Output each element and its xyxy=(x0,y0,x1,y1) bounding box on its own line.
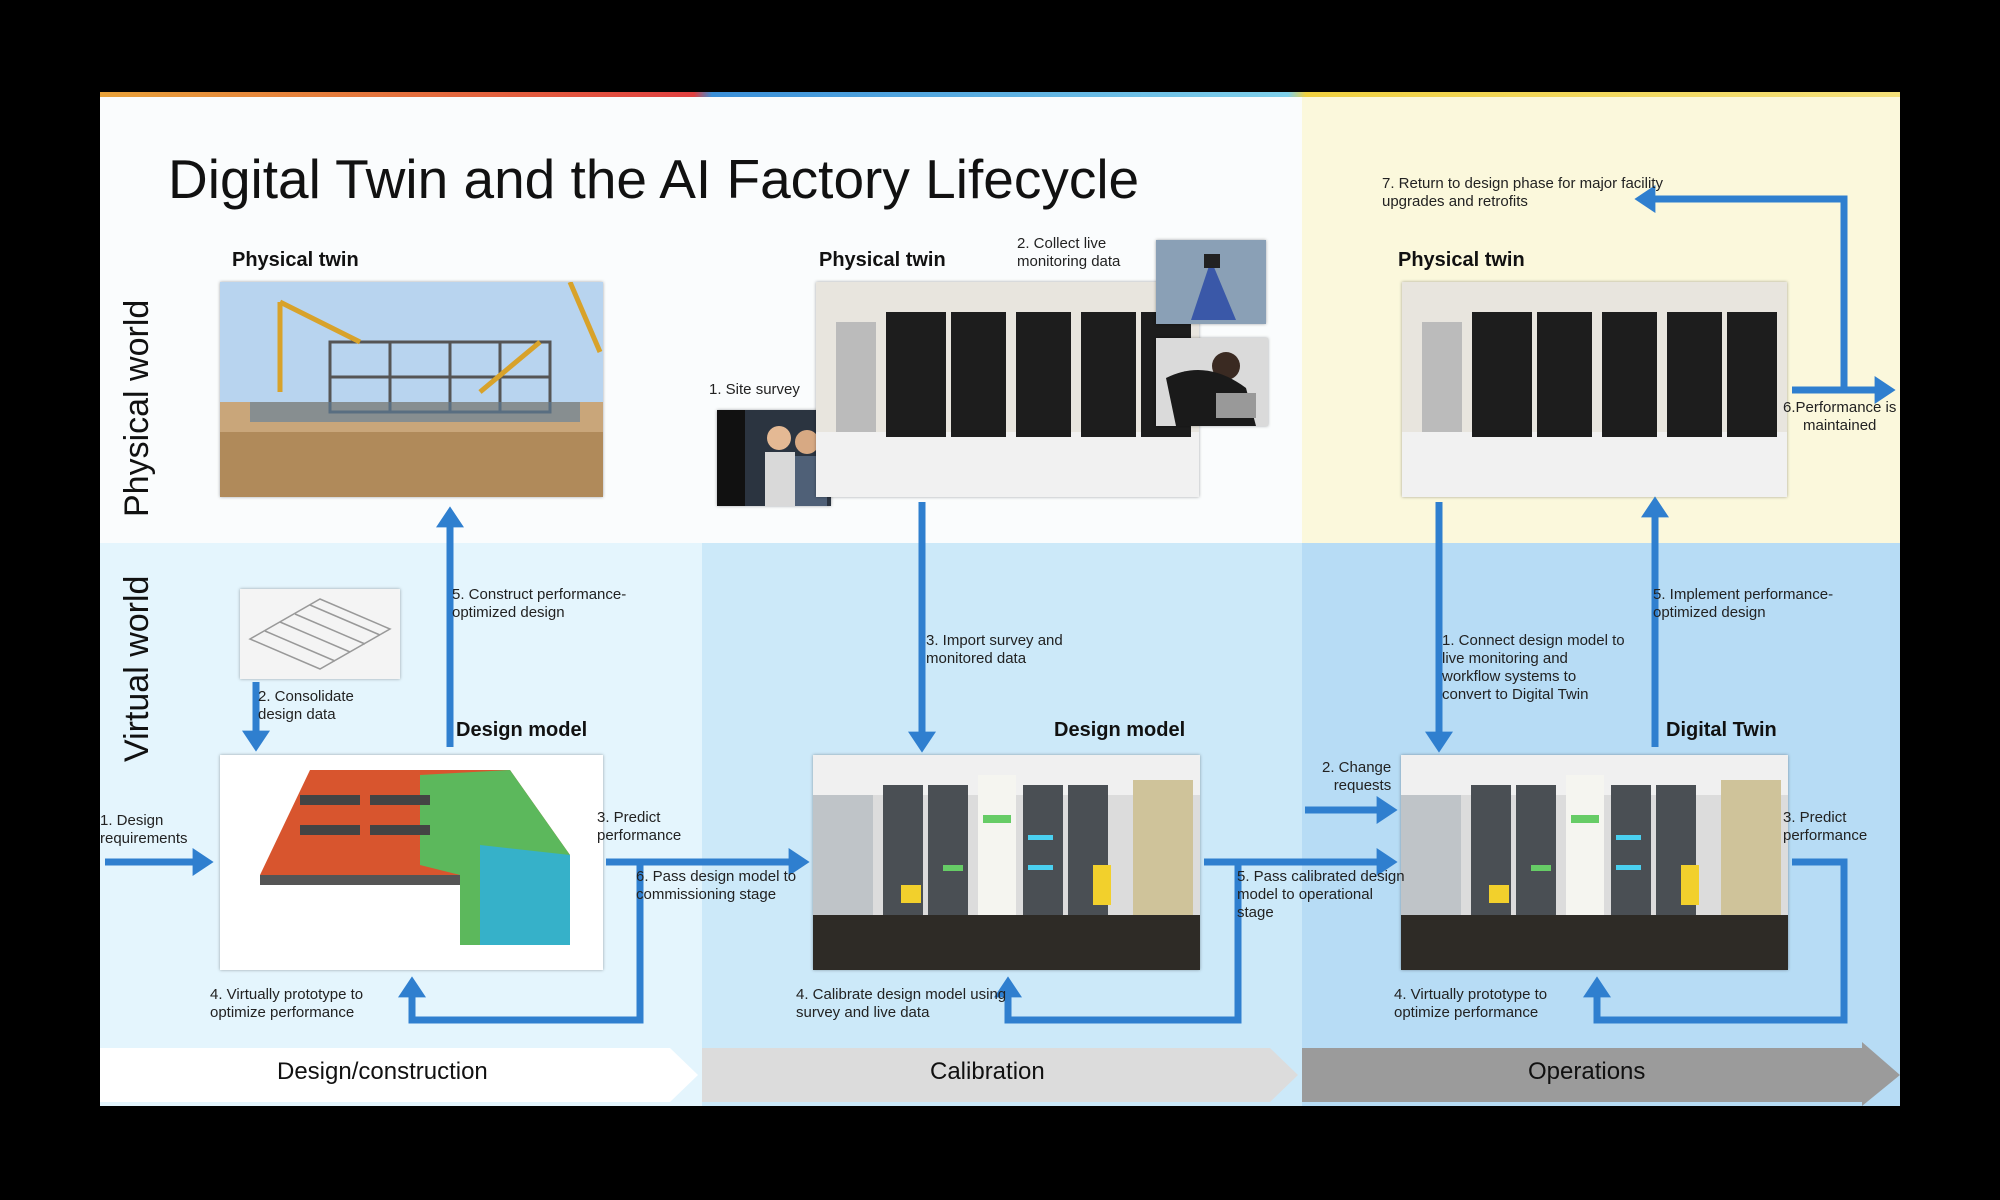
step-consolidate-design-data: 2. Consolidate design data xyxy=(258,688,354,723)
rack-design-model-calibration xyxy=(813,755,1200,970)
thermal-design-model xyxy=(220,755,603,970)
data-center-photo-operations xyxy=(1402,282,1787,497)
step-collect-monitoring: 2. Collect live monitoring data xyxy=(1017,235,1121,270)
step-change-requests: 2. Change requests xyxy=(1322,759,1392,794)
phase-label-calibration: Calibration xyxy=(930,1058,1045,1085)
step-pass-design-model: 6. Pass design model to commissioning st… xyxy=(636,868,797,903)
data-center-photo-calibration xyxy=(816,282,1199,497)
flow-arrows xyxy=(105,185,1896,1024)
step-implement-design: 5. Implement performance- optimized desi… xyxy=(1653,586,1834,621)
step-connect-design-model: 1. Connect design model to live monitori… xyxy=(1442,632,1625,703)
design-data-drawing xyxy=(240,589,400,679)
step-predict-performance-design: 3. Predict performance xyxy=(597,809,682,844)
site-survey-photo xyxy=(717,410,831,506)
arrow-return-design xyxy=(1634,185,1848,390)
step-return-to-design: 7. Return to design phase for major faci… xyxy=(1382,175,1663,210)
technician-photo xyxy=(1156,338,1268,426)
phase-label-operations: Operations xyxy=(1528,1058,1646,1085)
header-digital-twin: Digital Twin xyxy=(1666,719,1777,741)
step-virtually-prototype-ops: 4. Virtually prototype to optimize perfo… xyxy=(1394,986,1548,1021)
arrow-calibrate-loop xyxy=(994,858,1242,1024)
step-calibrate-model: 4. Calibrate design model using survey a… xyxy=(796,986,1007,1021)
header-physical-twin-operations: Physical twin xyxy=(1398,249,1525,271)
top-accent-bar xyxy=(100,92,1900,97)
step-virtually-prototype-design: 4. Virtually prototype to optimize perfo… xyxy=(210,986,364,1021)
header-physical-twin-design: Physical twin xyxy=(232,249,359,271)
step-design-requirements: 1. Design requirements xyxy=(100,812,188,847)
arrow-ops-prototype-loop xyxy=(1583,858,1848,1024)
phase-label-design: Design/construction xyxy=(277,1058,488,1085)
step-import-survey: 3. Import survey and monitored data xyxy=(926,632,1063,667)
step-pass-calibrated: 5. Pass calibrated design model to opera… xyxy=(1237,868,1405,921)
header-physical-twin-calibration: Physical twin xyxy=(819,249,946,271)
header-design-model-design: Design model xyxy=(456,719,588,741)
live-monitoring-device-photo xyxy=(1156,240,1266,324)
page-title: Digital Twin and the AI Factory Lifecycl… xyxy=(168,148,1140,210)
phase-arrows xyxy=(100,1042,1900,1106)
rack-digital-twin-model xyxy=(1401,755,1788,970)
construction-site-photo xyxy=(220,282,603,497)
step-construct-design: 5. Construct performance- optimized desi… xyxy=(452,586,627,621)
step-predict-performance-ops: 3. Predict performance xyxy=(1783,809,1868,844)
header-design-model-calibration: Design model xyxy=(1054,719,1186,741)
step-site-survey: 1. Site survey xyxy=(709,381,800,398)
arrow-prototype-loop xyxy=(398,858,644,1024)
step-performance-maintained: 6.Performance is maintained xyxy=(1783,399,1897,434)
diagram-slide: Design/construction Calibration Operatio… xyxy=(100,92,1900,1106)
